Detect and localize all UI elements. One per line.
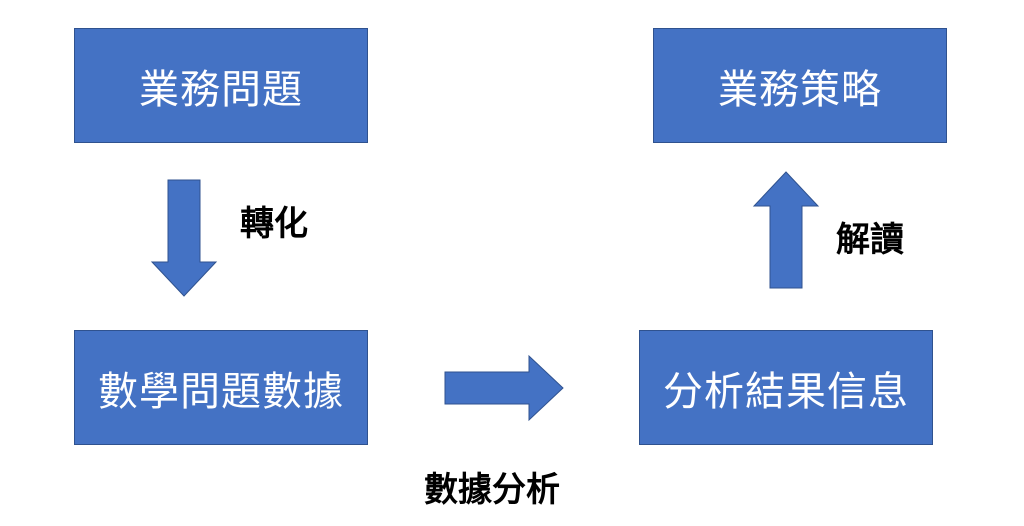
- down-arrow-icon: [150, 179, 218, 297]
- business-strategy-label: 業務策略: [718, 66, 882, 113]
- up-arrow-icon: [752, 171, 820, 289]
- transform-label: 轉化: [240, 204, 308, 244]
- interpret-label: 解讀: [836, 220, 904, 260]
- math-problem-data-box: 數學問題數據: [74, 330, 368, 445]
- business-problem-box: 業務問題: [74, 28, 368, 143]
- business-strategy-box: 業務策略: [653, 28, 947, 143]
- math-problem-data-label: 數學問題數據: [98, 368, 344, 415]
- right-arrow-icon: [444, 354, 564, 422]
- analysis-result-info-box: 分析結果信息: [639, 330, 933, 445]
- analysis-result-info-label: 分析結果信息: [663, 368, 909, 415]
- data-analysis-label: 數據分析: [424, 470, 560, 510]
- business-problem-label: 業務問題: [139, 66, 303, 113]
